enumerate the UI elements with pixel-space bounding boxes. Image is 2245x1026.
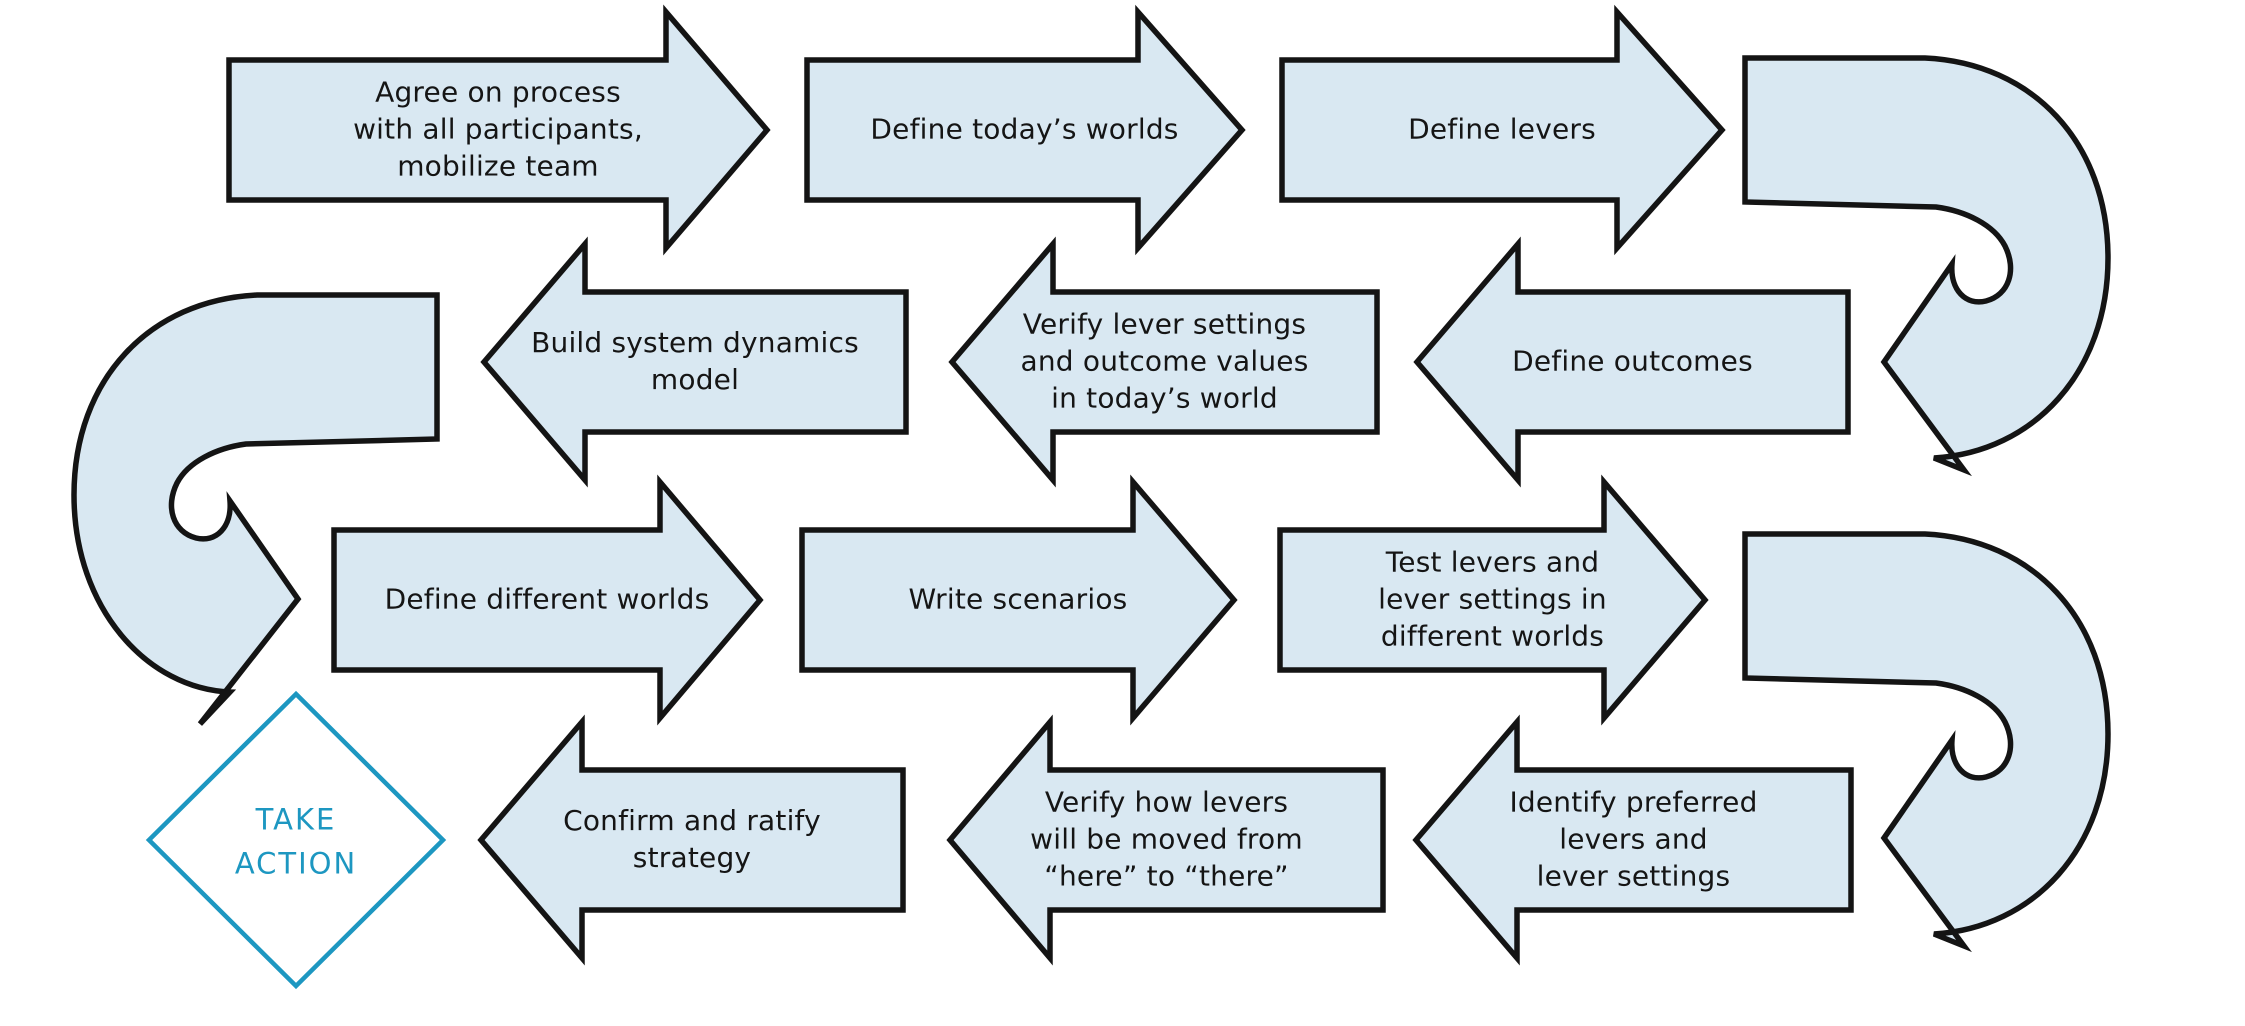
take-action-label: TAKE ACTION (234, 802, 358, 881)
step-label-write-scenarios: Write scenarios (908, 582, 1128, 616)
step-label-build-system-dynamics-model: Build system dynamics model (531, 326, 859, 396)
loop-connector-top-right (1742, 55, 2111, 477)
arrow-shape-confirm-ratify-strategy (477, 714, 906, 966)
step-label-test-levers: Test levers and lever settings in differ… (1378, 545, 1607, 653)
arrow-shape-define-outcomes (1413, 236, 1851, 488)
arrow-shape-write-scenarios (799, 474, 1238, 726)
step-label-identify-preferred-levers: Identify preferred levers and lever sett… (1509, 785, 1758, 893)
step-label-verify-how-levers-moved: Verify how levers will be moved from “he… (1030, 785, 1303, 893)
step-label-define-different-worlds: Define different worlds (384, 582, 710, 616)
loop-connector-left (71, 292, 440, 726)
arrow-shape-build-system-dynamics-model (480, 236, 909, 488)
step-label-define-levers: Define levers (1408, 112, 1596, 146)
arrow-shape-test-levers (1277, 474, 1709, 726)
take-action-diamond (145, 690, 447, 990)
step-label-verify-lever-settings: Verify lever settings and outcome values… (1020, 307, 1309, 415)
arrow-shape-define-levers (1279, 4, 1726, 256)
step-label-define-outcomes: Define outcomes (1512, 344, 1753, 378)
arrow-shape-define-todays-worlds (804, 4, 1246, 256)
step-label-agree-on-process: Agree on process with all participants, … (353, 75, 643, 183)
arrow-shape-verify-how-levers-moved (946, 714, 1386, 966)
step-label-confirm-ratify-strategy: Confirm and ratify strategy (563, 804, 821, 874)
step-label-define-todays-worlds: Define today’s worlds (870, 112, 1179, 146)
arrow-shape-verify-lever-settings (948, 236, 1380, 488)
arrow-shape-identify-preferred-levers (1412, 714, 1854, 966)
arrow-shape-agree-on-process (226, 4, 771, 256)
arrow-shape-define-different-worlds (331, 474, 764, 726)
loop-connector-bottom-right (1742, 531, 2111, 953)
